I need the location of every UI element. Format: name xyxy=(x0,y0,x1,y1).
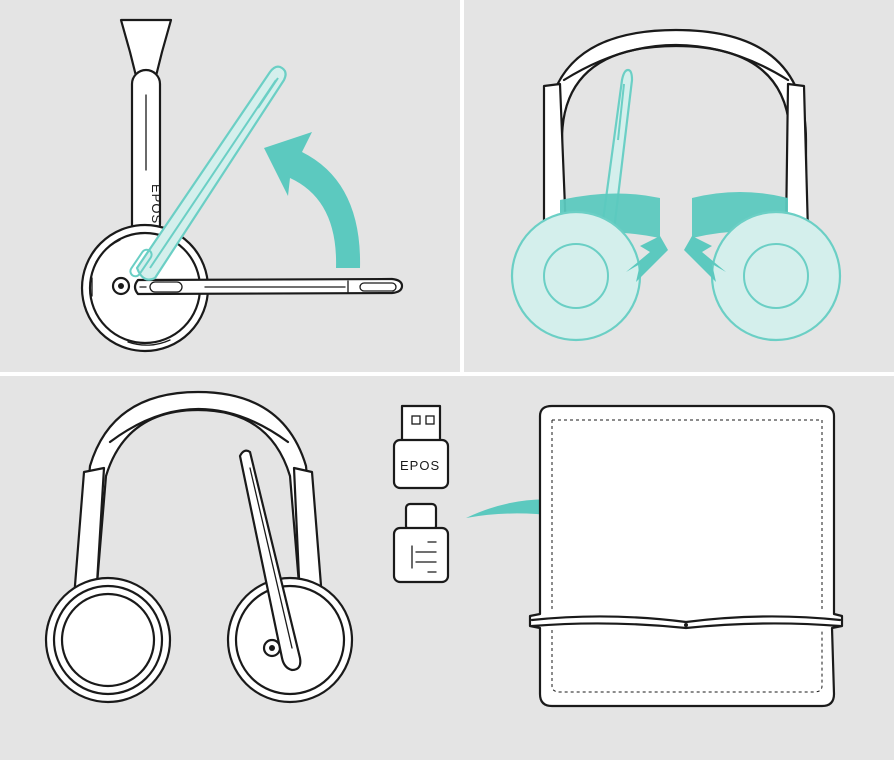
headset-side-illustration: EPOS xyxy=(0,0,460,372)
headset-front-illustration xyxy=(464,0,894,372)
panel-boom-arm-rotate: EPOS xyxy=(0,0,460,372)
headband-top-icon xyxy=(121,20,171,76)
panel-earcup-rotate xyxy=(464,0,894,372)
usb-c-plug-icon xyxy=(406,504,436,530)
headset-headband-icon xyxy=(78,392,318,596)
right-slider-icon xyxy=(786,84,808,232)
usb-c-dongle-icon xyxy=(394,528,448,582)
curved-arrow-icon xyxy=(264,132,360,268)
package-illustration: EPOS xyxy=(0,376,894,760)
panel-package-contents: EPOS xyxy=(0,376,894,760)
pouch-icon xyxy=(530,406,842,706)
right-earcup-icon xyxy=(712,212,840,340)
headset-left-earcup-icon xyxy=(46,578,170,702)
dongle-logo: EPOS xyxy=(400,458,440,473)
headset-logo: EPOS xyxy=(149,184,164,224)
left-earcup-icon xyxy=(512,212,640,340)
